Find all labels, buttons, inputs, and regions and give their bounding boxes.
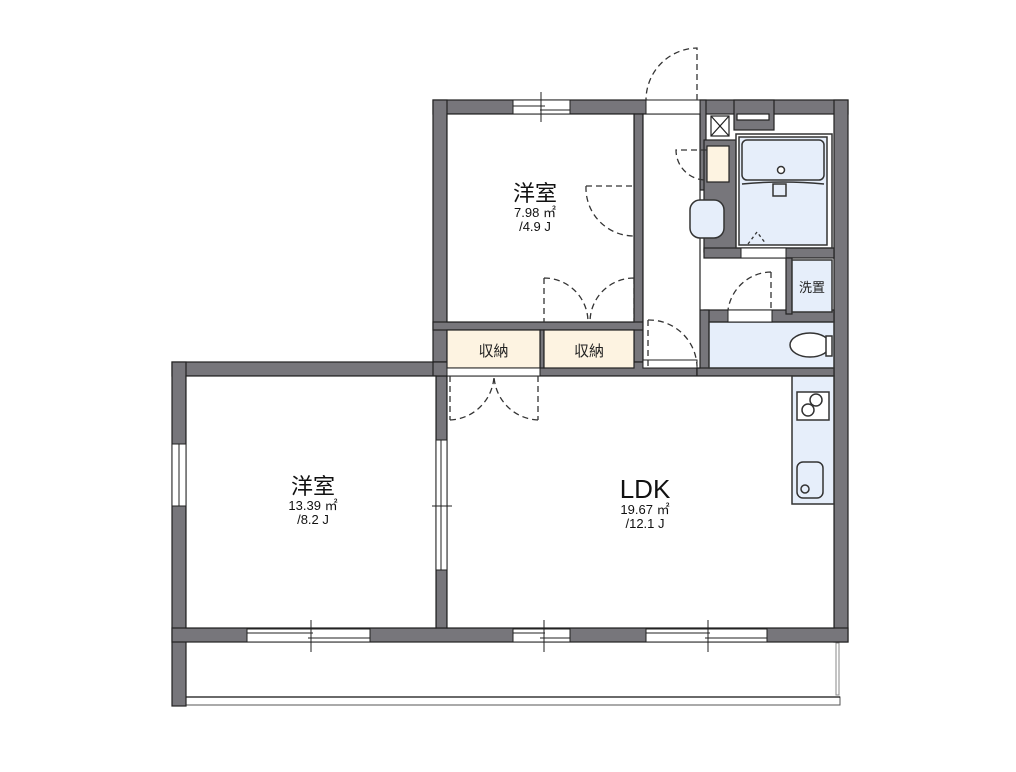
room-area: 19.67 ㎡ (620, 502, 670, 518)
room-jo: /12.1 J (625, 515, 665, 531)
floors (185, 113, 835, 629)
room-label-ldk: LDK 19.67 ㎡ /12.1 J (590, 474, 700, 531)
wet-areas (689, 133, 835, 505)
storage-label: 収納 (478, 342, 509, 360)
room-name: 洋室 (512, 182, 557, 207)
windows (171, 92, 787, 652)
room-area: 13.39 ㎡ (288, 498, 338, 514)
balcony (185, 640, 842, 706)
ventilation-icon (710, 113, 770, 137)
room-jo: /8.2 J (297, 511, 329, 527)
storage-label: 収納 (573, 342, 604, 360)
room-name: 洋室 (290, 475, 335, 500)
room-label-west: 洋室 13.39 ㎡ /8.2 J (258, 476, 368, 526)
room-name: LDK (619, 474, 671, 504)
washer-space-label: 洗置 (798, 281, 825, 296)
door-swings (449, 47, 772, 421)
room-area: 7.98 ㎡ (514, 205, 556, 221)
room-label-north: 洋室 7.98 ㎡ /4.9 J (480, 183, 590, 233)
room-jo: /4.9 J (519, 218, 551, 234)
